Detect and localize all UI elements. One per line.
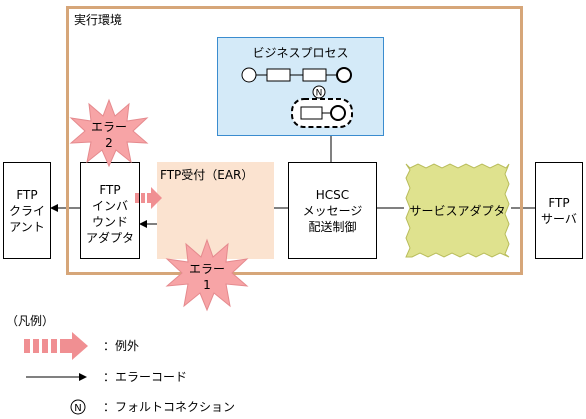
legend-fault-connection-icon: N (70, 399, 86, 415)
bp-fault-end-node (330, 105, 346, 121)
execution-environment-label: 実行環境 (74, 13, 123, 27)
exception-arrow (135, 187, 162, 209)
legend-exception-label: ：例外 (103, 339, 140, 353)
bp-end-node (336, 67, 352, 83)
bp-activity-2 (302, 68, 327, 82)
fault-connection-icon (312, 85, 326, 99)
business-process-flow: N (241, 67, 353, 128)
error-1-label: エラー 1 (188, 262, 225, 292)
hcsc-delivery-control-box: HCSC メッセージ 配送制御 (288, 162, 377, 259)
ftp-server-box: FTP サーバ (535, 162, 583, 259)
service-adapter-shape (405, 163, 510, 258)
svg-text:N: N (74, 403, 81, 414)
service-adapter-box: サービスアダプタ (404, 162, 511, 259)
error-2-burst (69, 98, 149, 168)
svg-text:N: N (316, 89, 323, 99)
bp-fault-activity (300, 106, 323, 120)
ftp-inbound-adapter-box: FTP インバ ウンド アダプタ (80, 162, 140, 259)
bp-activity-1 (266, 68, 291, 82)
bp-start-node (241, 67, 257, 83)
error-2-label: エラー 2 (90, 120, 127, 150)
legend-exception-icon (24, 332, 88, 360)
ftp-client-box: FTP クライ アント (3, 162, 51, 259)
service-adapter-label: サービスアダプタ (409, 204, 506, 218)
legend-title: （凡例） (6, 314, 55, 328)
error-1-burst (165, 238, 249, 312)
business-process-title: ビジネスプロセス (252, 46, 349, 60)
ftp-reception-box (157, 162, 274, 259)
ftp-reception-label: FTP受付（EAR） (160, 168, 254, 182)
legend-fault-connection-label: ：フォルトコネクション (103, 400, 236, 414)
execution-environment-frame (66, 6, 523, 275)
legend-error-code-label: ：エラーコード (103, 370, 188, 384)
